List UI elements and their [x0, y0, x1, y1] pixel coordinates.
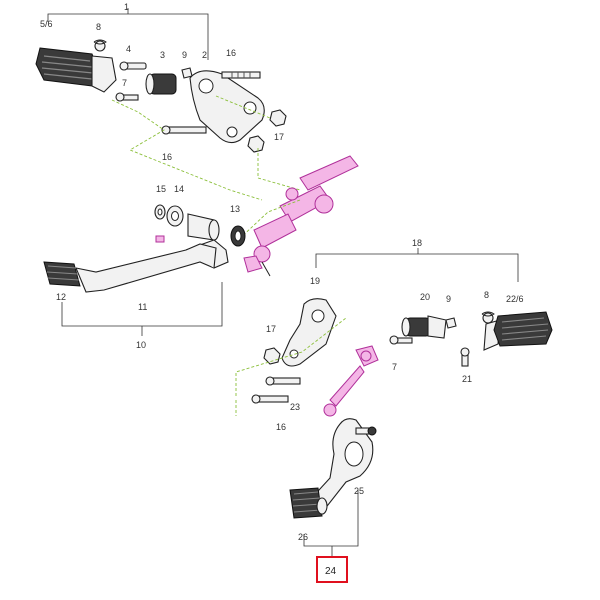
label-10: 10: [136, 340, 146, 350]
rubber-12: [43, 261, 81, 287]
highlight-box-24: [316, 556, 348, 583]
clip-9-top: [181, 67, 193, 79]
label-16-bottom: 16: [276, 422, 286, 432]
label-7-top: 7: [122, 78, 127, 88]
bracket-19: [281, 298, 337, 367]
label-25: 25: [354, 486, 364, 496]
collar-3: [145, 73, 177, 95]
label-17-bottom: 17: [266, 324, 276, 334]
clip-9-bottom: [445, 317, 457, 329]
label-20: 20: [420, 292, 430, 302]
label-23: 23: [290, 402, 300, 412]
bolt-16-top: [221, 71, 261, 79]
label-16-top: 16: [226, 48, 236, 58]
label-17-top: 17: [274, 132, 284, 142]
lever-25: [307, 418, 377, 513]
label-18: 18: [412, 238, 422, 248]
footpeg-bottom-right: [483, 311, 553, 351]
label-24: 24: [325, 566, 337, 577]
label-15: 15: [156, 184, 166, 194]
pin-4: [119, 61, 147, 71]
label-12: 12: [56, 292, 66, 302]
assembly-line-shaft: [235, 199, 301, 243]
spring-8-bottom: [481, 311, 495, 324]
washer-14: [166, 205, 184, 227]
bolt-21: [460, 347, 470, 367]
label-2: 2: [202, 50, 207, 60]
bracket-24: [303, 490, 359, 547]
rubber-26: [289, 487, 328, 519]
lever-pin: [155, 235, 165, 243]
label-21: 21: [462, 374, 472, 384]
bolt-16-bottom: [251, 394, 289, 404]
nut-17-bottom: [263, 347, 281, 365]
label-14: 14: [174, 184, 184, 194]
footpeg-top-left: [35, 47, 117, 93]
shift-lever-11: [75, 239, 229, 293]
label-8-top: 8: [96, 22, 101, 32]
assembly-line-bottom-1: [235, 317, 347, 396]
collar-20: [401, 315, 447, 339]
label-9-top: 9: [182, 50, 187, 60]
bolt-7-bottom: [389, 335, 413, 345]
assembly-line-top-1: [111, 99, 263, 201]
label-8-bottom: 8: [484, 290, 489, 300]
spring-8-top: [93, 39, 107, 52]
shift-rod: [323, 345, 379, 417]
label-5-6-top: 5/6: [40, 19, 53, 29]
shift-shaft-linkage: [243, 155, 359, 277]
label-11: 11: [138, 302, 147, 312]
lever-pivot: [187, 213, 220, 241]
nut-17-top: [247, 109, 287, 153]
label-9-bottom: 9: [446, 294, 451, 304]
bracket-2: [189, 70, 265, 144]
label-7-bottom: 7: [392, 362, 397, 372]
bushing-13: [230, 225, 246, 247]
washer-15: [154, 204, 166, 220]
assembly-line-top-3: [257, 148, 301, 191]
label-16-mid: 16: [162, 152, 172, 162]
label-22-6: 22/6: [506, 294, 524, 304]
label-1: 1: [124, 2, 129, 12]
bracket-18: [315, 253, 519, 282]
label-19: 19: [310, 276, 320, 286]
label-13: 13: [230, 204, 240, 214]
bolt-23: [265, 376, 301, 386]
bolt-7-top: [115, 92, 139, 102]
bolt-16-mid: [161, 125, 207, 135]
label-3: 3: [160, 50, 165, 60]
label-26: 26: [298, 532, 308, 542]
label-4: 4: [126, 44, 131, 54]
